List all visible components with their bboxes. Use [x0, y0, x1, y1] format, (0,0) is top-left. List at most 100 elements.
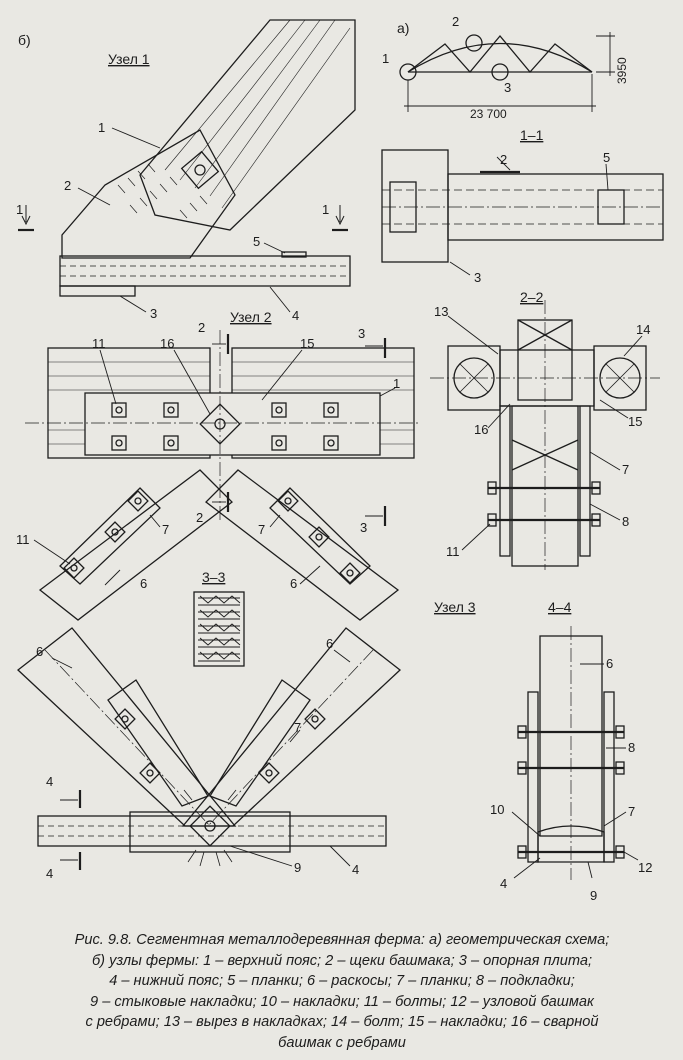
node-2-bolts — [111, 402, 339, 451]
truss-drawing: б) а) 1 2 3 23 700 3950 Узел 1 — [16, 14, 664, 903]
panel-a-label: а) — [397, 20, 409, 36]
web-members — [407, 34, 593, 73]
caption-line-2: б) узлы фермы: 1 – верхний пояс; 2 – щек… — [91, 952, 593, 969]
node-2-title: Узел 2 — [230, 309, 272, 325]
s22-label-11: 11 — [446, 544, 460, 559]
node-2-label-7-left: 7 — [162, 522, 169, 537]
node-2-label-1: 1 — [393, 376, 400, 391]
s22-label-16: 16 — [474, 422, 488, 437]
s44-label-10: 10 — [490, 802, 504, 817]
top-chord-arc — [407, 42, 593, 73]
s22-label-15: 15 — [628, 414, 642, 429]
node-2-label-15: 15 — [300, 336, 314, 351]
section-4-4: 4–4 6 8 7 10 12 4 9 — [490, 599, 652, 903]
bottom-chord — [59, 255, 351, 287]
section-3-3-title: 3–3 — [202, 569, 226, 585]
node-2-label-11-diag: 11 — [16, 532, 30, 547]
diagonal-right — [205, 469, 400, 621]
scheme-label-3: 3 — [504, 80, 511, 95]
panel-b-label: б) — [18, 32, 31, 48]
section-4-4-shoe — [537, 825, 605, 863]
node-3-circle — [491, 63, 509, 81]
section-3-3: 3–3 — [193, 569, 245, 667]
s44-label-6: 6 — [606, 656, 613, 671]
node-3-label-6-right: 6 — [326, 636, 333, 651]
node-2-circle — [465, 34, 483, 52]
s22-label-8: 8 — [622, 514, 629, 529]
node-1-label-1: 1 — [98, 120, 105, 135]
s11-label-5: 5 — [603, 150, 610, 165]
node-shoe — [189, 805, 231, 847]
node-3-diagonal-left — [16, 627, 237, 827]
node-3-bottom-chord — [37, 815, 387, 847]
height-dimension: 3950 — [615, 57, 629, 84]
s44-label-8: 8 — [628, 740, 635, 755]
welded-shoe — [199, 403, 241, 445]
diagonal-left — [38, 469, 233, 621]
node-1-label-4: 4 — [292, 308, 299, 323]
cut-mark-1-right: 1 — [322, 202, 329, 217]
node-2: Узел 2 — [16, 309, 420, 621]
shoe-cheeks — [61, 129, 236, 259]
splice-plates — [129, 811, 291, 853]
cut-mark-3-bottom: 3 — [360, 520, 367, 535]
s11-label-3: 3 — [474, 270, 481, 285]
s44-label-12: 12 — [638, 860, 652, 875]
s22-label-13: 13 — [434, 304, 448, 319]
section-1-1: 1–1 2 5 3 — [381, 127, 664, 285]
node-2-label-11: 11 — [92, 336, 106, 351]
span-dimension: 23 700 — [470, 107, 507, 121]
scheme-label-2: 2 — [452, 14, 459, 29]
node-3: Узел 3 4 4 6 6 — [16, 599, 476, 881]
node-1-bolt-plate — [180, 150, 220, 190]
node-2-label-6-right: 6 — [290, 576, 297, 591]
s44-label-4: 4 — [500, 876, 507, 891]
section-4-4-pads — [527, 691, 539, 863]
node-3-planks-right — [209, 679, 311, 807]
section-2-2: 2–2 13 14 16 15 7 8 11 — [430, 289, 660, 570]
section-2-2-title: 2–2 — [520, 289, 544, 305]
node-2-label-6-left: 6 — [140, 576, 147, 591]
section-4-4-title: 4–4 — [548, 599, 572, 615]
s44-label-7: 7 — [628, 804, 635, 819]
scheme-label-1: 1 — [382, 51, 389, 66]
caption-line-6: башмак с ребрами — [278, 1034, 406, 1051]
s44-label-9: 9 — [590, 888, 597, 903]
support-plate — [59, 285, 136, 297]
node-1-label-2: 2 — [64, 178, 71, 193]
s22-label-14: 14 — [636, 322, 650, 337]
section-1-1-shoe — [381, 149, 449, 263]
s22-label-7: 7 — [622, 462, 629, 477]
caption-line-1: Рис. 9.8. Сегментная металлодеревянная ф… — [74, 932, 610, 948]
node-1-label-3: 3 — [150, 306, 157, 321]
node-3-planks-left — [107, 679, 209, 807]
figure-caption: Рис. 9.8. Сегментная металлодеревянная ф… — [16, 930, 668, 1053]
node-3-title: Узел 3 — [434, 599, 476, 615]
caption-line-3: 4 – нижний пояс; 5 – планки; 6 – раскосы… — [109, 973, 575, 989]
cut-mark-2-bottom: 2 — [196, 510, 203, 525]
section-1-1-title: 1–1 — [520, 127, 544, 143]
cut-mark-4-bottom: 4 — [46, 866, 53, 881]
node-3-label-6-left: 6 — [36, 644, 43, 659]
node-2-planks-left — [59, 487, 161, 585]
s11-label-2: 2 — [500, 152, 507, 167]
node-3-label-9: 9 — [294, 860, 301, 875]
node-2-overlays — [84, 392, 381, 456]
node-3-label-7: 7 — [294, 720, 301, 735]
section-3-3-hatch — [193, 591, 245, 667]
geometric-scheme: 1 2 3 23 700 3950 — [382, 14, 629, 121]
cut-mark-4-top: 4 — [46, 774, 53, 789]
cut-mark-3-top: 3 — [358, 326, 365, 341]
node-2-label-7-right: 7 — [258, 522, 265, 537]
top-chord — [139, 19, 356, 231]
cut-mark-1-left: 1 — [16, 202, 23, 217]
node-1-title: Узел 1 — [108, 51, 150, 67]
caption-line-4: 9 – стыковые накладки; 10 – накладки; 11… — [90, 993, 594, 1010]
section-1-1-plank — [597, 189, 625, 225]
cut-mark-2-top: 2 — [198, 320, 205, 335]
node-1-label-5: 5 — [253, 234, 260, 249]
node-1: Узел 1 1 — [16, 19, 356, 323]
caption-line-5: с ребрами; 13 – вырез в накладках; 14 – … — [85, 1014, 599, 1030]
node-2-planks-right — [269, 487, 371, 585]
